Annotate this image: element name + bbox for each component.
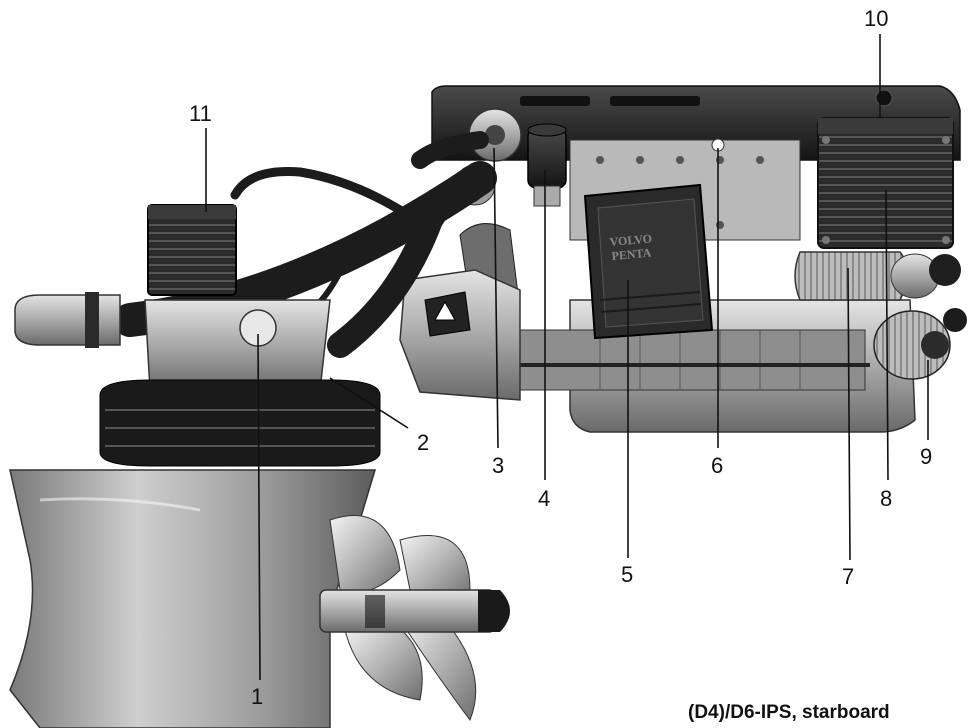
alternator <box>873 308 967 380</box>
ips-drive-leg <box>9 469 377 728</box>
callout-1: 1 <box>251 684 264 709</box>
fuel-filter <box>527 123 567 207</box>
heat-exchanger <box>817 117 954 249</box>
callout-11: 11 <box>189 101 212 126</box>
callout-5: 5 <box>621 562 634 587</box>
callout-2: 2 <box>417 430 430 455</box>
flywheel-housing <box>399 269 521 401</box>
charge-air-cooler <box>794 251 961 301</box>
emblem-line-1: VOLVO <box>609 231 652 249</box>
callout-4: 4 <box>538 486 551 511</box>
callout-10: 10 <box>864 6 889 31</box>
drive-housing <box>144 299 331 391</box>
callout-9: 9 <box>920 444 933 469</box>
callout-3: 3 <box>492 453 505 478</box>
emblem-line-2: PENTA <box>611 246 652 263</box>
figure-caption: (D4)/D6-IPS, starboard <box>688 702 890 723</box>
callout-7: 7 <box>842 564 855 589</box>
exhaust-pipe <box>14 292 121 348</box>
callout-6: 6 <box>711 453 724 478</box>
callout-8: 8 <box>880 486 893 511</box>
engine-control-unit: VOLVO PENTA <box>583 183 714 340</box>
leader-lines <box>205 34 929 681</box>
rubber-seal <box>99 379 381 467</box>
steering-servo <box>147 204 237 296</box>
propellers <box>319 515 510 722</box>
